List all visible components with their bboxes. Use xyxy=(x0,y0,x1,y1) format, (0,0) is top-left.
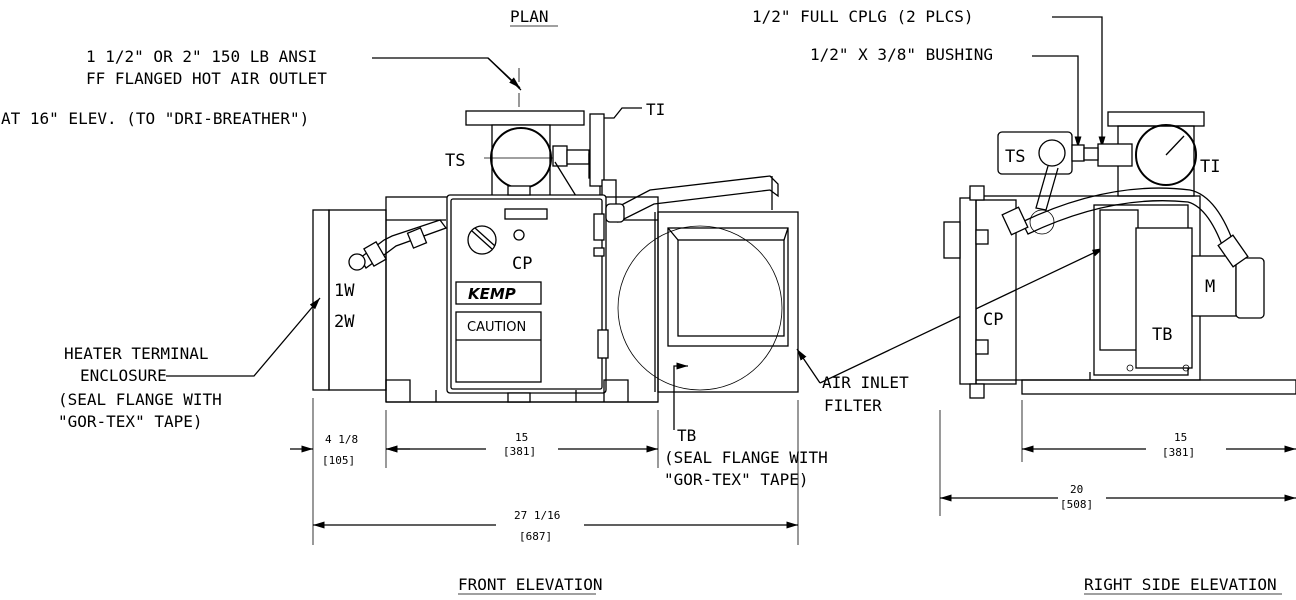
svg-text:FILTER: FILTER xyxy=(824,396,882,415)
kemp-logo-box xyxy=(455,281,542,305)
front-elevation-title: FRONT ELEVATION xyxy=(458,575,603,594)
dim-side-total-in: 20 xyxy=(1070,483,1083,496)
side-dimensions: 15 [381] 20 [508] xyxy=(939,400,1296,516)
side-tb-label: TB xyxy=(1152,325,1172,345)
front-2w-label: 2W xyxy=(334,312,355,332)
side-ti-gauge xyxy=(1135,124,1197,186)
dim-front-b-in: 15 xyxy=(515,431,528,444)
plan-title: PLAN xyxy=(510,7,549,26)
side-elevation-title: RIGHT SIDE ELEVATION xyxy=(1084,575,1277,594)
svg-text:1 1/2" OR 2" 150 LB ANSI: 1 1/2" OR 2" 150 LB ANSI xyxy=(86,47,317,66)
bushing-leader xyxy=(1032,55,1082,148)
front-cp-label: CP xyxy=(512,254,532,274)
front-ts-label: TS xyxy=(445,151,465,171)
side-base-skid xyxy=(1021,379,1296,395)
air-inlet-filter xyxy=(667,227,789,347)
svg-text:ENCLOSURE: ENCLOSURE xyxy=(80,366,167,385)
cp-pilot-light xyxy=(513,229,525,241)
side-tb-box xyxy=(1135,227,1193,369)
front-hose xyxy=(593,175,779,257)
dim-front-a-mm: [105] xyxy=(322,454,355,467)
right-side-elevation: TI TS TB M CP xyxy=(943,111,1296,399)
side-cp-door xyxy=(959,197,977,385)
outlet-leader xyxy=(372,57,522,91)
svg-text:TB: TB xyxy=(677,426,696,445)
side-cp-label: CP xyxy=(983,310,1003,330)
svg-text:"GOR-TEX" TAPE): "GOR-TEX" TAPE) xyxy=(58,412,203,431)
side-ti-label: TI xyxy=(1200,157,1220,177)
dim-front-a-in: 4 1/8 xyxy=(325,433,358,446)
dim-front-total-in: 27 1/16 xyxy=(514,509,560,522)
side-m-label: M xyxy=(1205,277,1215,297)
dim-side-a-in: 15 xyxy=(1174,431,1187,444)
svg-text:HEATER TERMINAL: HEATER TERMINAL xyxy=(64,344,209,363)
heater-terminal-enclosure xyxy=(312,209,330,391)
front-elevation: TS TI 1W 2W xyxy=(312,68,799,403)
svg-text:AIR INLET: AIR INLET xyxy=(822,373,909,392)
left-conduit xyxy=(348,219,448,271)
caution-text: CAUTION xyxy=(467,320,526,335)
ti-stem xyxy=(589,113,605,187)
front-1w-label: 1W xyxy=(334,281,355,301)
ti-leader xyxy=(604,107,642,119)
heater-enclosure-callout: HEATER TERMINAL ENCLOSURE (SEAL FLANGE W… xyxy=(58,297,321,431)
coupling-leader xyxy=(1052,16,1106,148)
svg-text:"GOR-TEX" TAPE): "GOR-TEX" TAPE) xyxy=(664,470,809,489)
air-inlet-filter-housing xyxy=(657,211,799,393)
svg-text:1/2" FULL CPLG (2 PLCS): 1/2" FULL CPLG (2 PLCS) xyxy=(752,7,974,26)
side-terminal-box xyxy=(1099,209,1139,351)
side-ts-label: TS xyxy=(1005,147,1025,167)
outlet-callout: 1 1/2" OR 2" 150 LB ANSI FF FLANGED HOT … xyxy=(1,47,522,128)
outlet-flange xyxy=(465,110,585,126)
kemp-logo: KEMP xyxy=(468,285,516,303)
dim-side-total-mm: [508] xyxy=(1060,498,1093,511)
dim-front-b-mm: [381] xyxy=(503,445,536,458)
cp-nameplate xyxy=(504,208,548,220)
svg-text:AT 16" ELEV. (TO "DRI-BREATHER: AT 16" ELEV. (TO "DRI-BREATHER") xyxy=(1,109,309,128)
coupling-callout: 1/2" FULL CPLG (2 PLCS) xyxy=(752,7,1106,148)
svg-text:1/2" X 3/8" BUSHING: 1/2" X 3/8" BUSHING xyxy=(810,45,993,64)
dim-front-total-mm: [687] xyxy=(519,530,552,543)
cp-bottom-hinge xyxy=(507,392,531,403)
cp-selector-switch xyxy=(467,225,497,255)
side-outlet-flange xyxy=(1107,111,1205,127)
bushing-callout: 1/2" X 3/8" BUSHING xyxy=(810,45,1082,148)
front-ti-label: TI xyxy=(646,100,665,119)
air-inlet-callout: AIR INLET FILTER xyxy=(796,247,1105,415)
dim-side-a-mm: [381] xyxy=(1162,446,1195,459)
side-motor xyxy=(1191,255,1237,317)
front-dimensions: 4 1/8 [105] 15 [381] 27 1/16 [687] xyxy=(290,398,799,545)
svg-text:FF FLANGED HOT AIR OUTLET: FF FLANGED HOT AIR OUTLET xyxy=(86,69,327,88)
caution-label xyxy=(455,311,542,383)
cp-top-hinge xyxy=(507,185,531,196)
tb-front-callout: TB (SEAL FLANGE WITH "GOR-TEX" TAPE) xyxy=(664,362,828,489)
svg-text:(SEAL FLANGE WITH: (SEAL FLANGE WITH xyxy=(58,390,222,409)
svg-text:(SEAL FLANGE WITH: (SEAL FLANGE WITH xyxy=(664,448,828,467)
side-hose xyxy=(1001,187,1249,268)
